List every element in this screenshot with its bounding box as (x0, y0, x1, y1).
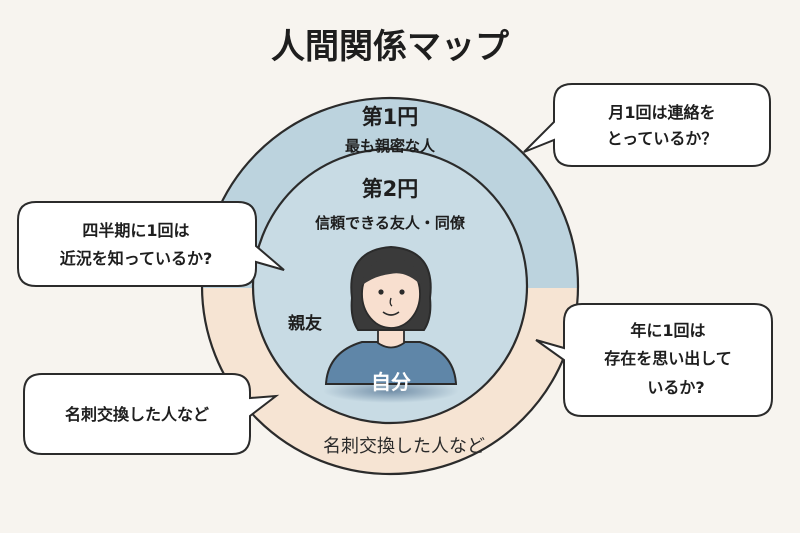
bubble-business-card: 名刺交換した人など (23, 373, 280, 455)
page-title: 人間関係マップ (271, 27, 509, 67)
bubble-yearly-line-3: いるか? (647, 378, 704, 397)
second-circle-subtitle: 信頼できる友人・同僚 (315, 214, 466, 232)
outer-zone-label: 名刺交換した人など (323, 436, 485, 457)
bubble-monthly: 月1回は連絡を とっているか？ (523, 83, 771, 167)
bubble-quarterly: 四半期に1回は 近況を知っているか? (17, 201, 285, 287)
bubble-quarterly-line-2: 近況を知っているか? (60, 249, 212, 268)
second-circle-title: 第2円 (362, 177, 419, 201)
bubble-monthly-line-1: 月1回は連絡を (607, 103, 715, 122)
bubble-quarterly-line-1: 四半期に1回は (82, 221, 189, 240)
bubble-yearly-line-2: 存在を思い出して (604, 349, 732, 368)
bubble-monthly-line-2: とっているか？ (607, 129, 718, 148)
close-friend-label: 親友 (288, 313, 322, 334)
first-circle-title: 第1円 (362, 105, 419, 129)
bubble-business-card-text: 名刺交換した人など (65, 405, 209, 424)
self-label: 自分 (371, 370, 411, 394)
self-person-icon (323, 245, 459, 403)
bubble-yearly-line-1: 年に1回は (630, 321, 705, 340)
first-circle-subtitle: 最も親密な人 (345, 137, 436, 155)
bubble-yearly: 年に1回は 存在を思い出して いるか? (535, 303, 773, 417)
